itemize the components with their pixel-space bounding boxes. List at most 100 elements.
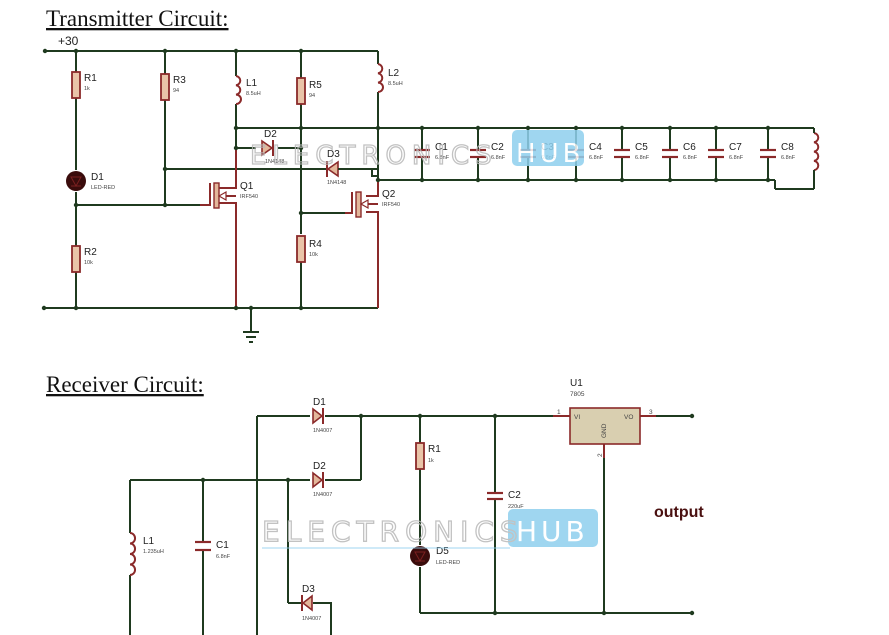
watermark-hub-badge bbox=[512, 130, 584, 166]
tx-r4-value: 10k bbox=[309, 252, 318, 258]
tx-l2-value: 8.5uH bbox=[388, 81, 403, 87]
tx-l1-ref: L1 bbox=[246, 78, 258, 89]
watermark-hub-2: HUB bbox=[516, 515, 589, 548]
transmitter-title: Transmitter Circuit: bbox=[46, 6, 229, 31]
tx-inductor-l1[interactable] bbox=[235, 75, 242, 105]
rx-u1-pin3-num: 3 bbox=[649, 409, 653, 416]
tx-r3-value: 94 bbox=[173, 88, 179, 94]
tx-l2-ref: L2 bbox=[388, 68, 400, 79]
tx-q2-value: IRF540 bbox=[382, 202, 400, 208]
tx-d1-value: LED-RED bbox=[91, 185, 115, 191]
tx-c6-ref: C6 bbox=[683, 142, 696, 153]
tx-capacitor-c1[interactable] bbox=[414, 125, 430, 183]
tx-r1-value: 1k bbox=[84, 86, 90, 92]
output-label: output bbox=[654, 504, 704, 521]
rx-d2-ref: D2 bbox=[313, 461, 326, 472]
rx-d1-value: 1N4007 bbox=[313, 428, 332, 434]
tx-c5-value: 6.8nF bbox=[635, 155, 650, 161]
watermark-text-2: ELECTRONICS bbox=[262, 515, 524, 548]
rx-diode-d3[interactable] bbox=[301, 594, 313, 612]
rx-c2-ref: C2 bbox=[508, 490, 521, 501]
transmitter-junctions bbox=[41, 48, 381, 311]
rx-inductor-l1[interactable] bbox=[129, 532, 136, 576]
rx-u1-pin-vo: VO bbox=[624, 414, 633, 421]
supply-label: +30 bbox=[58, 34, 79, 48]
rx-r1-value: 1k bbox=[428, 458, 434, 464]
tx-r4-ref: R4 bbox=[309, 239, 322, 250]
tx-capacitor-c6[interactable] bbox=[662, 125, 678, 183]
tx-diode-d2[interactable] bbox=[261, 139, 274, 157]
rx-u1-pin-vi: VI bbox=[574, 414, 580, 421]
tx-q2-ref: Q2 bbox=[382, 189, 396, 200]
rx-u1-pin2-num: 2 bbox=[597, 453, 604, 457]
rx-c1-ref: C1 bbox=[216, 540, 229, 551]
rx-capacitor-c1[interactable] bbox=[195, 540, 211, 552]
watermark-hub-badge-2 bbox=[508, 509, 598, 547]
tx-d1-ref: D1 bbox=[91, 172, 104, 183]
tx-q1-value: IRF540 bbox=[240, 194, 258, 200]
tx-d3-value: 1N4148 bbox=[327, 180, 346, 186]
tx-resistor-r2[interactable] bbox=[71, 245, 81, 273]
tx-c6-value: 6.8nF bbox=[683, 155, 698, 161]
receiver-wires bbox=[129, 415, 692, 635]
rx-c2-value: 220uF bbox=[508, 504, 524, 510]
tx-mosfet-q2[interactable] bbox=[345, 191, 378, 218]
rx-r1-ref: R1 bbox=[428, 444, 441, 455]
rx-u1-pin-gnd: GND bbox=[601, 423, 608, 438]
rx-u1-value: 7805 bbox=[570, 391, 585, 398]
tx-c7-ref: C7 bbox=[729, 142, 742, 153]
tx-c7-value: 6.8nF bbox=[729, 155, 744, 161]
tx-r2-ref: R2 bbox=[84, 247, 97, 258]
rx-l1-value: 1.235uH bbox=[143, 549, 164, 555]
tx-r5-value: 94 bbox=[309, 93, 315, 99]
tx-c1-ref: C1 bbox=[435, 142, 448, 153]
rx-c1-value: 6.8nF bbox=[216, 554, 231, 560]
tx-q1-ref: Q1 bbox=[240, 181, 254, 192]
rx-regulator-u1[interactable] bbox=[553, 407, 656, 458]
tx-capacitor-c8[interactable] bbox=[760, 125, 776, 183]
tx-resistor-r5[interactable] bbox=[296, 77, 306, 105]
tx-c8-value: 6.8nF bbox=[781, 155, 796, 161]
rx-d5-ref: D5 bbox=[436, 546, 449, 557]
tx-c4-ref: C4 bbox=[589, 142, 602, 153]
mosfet-wires bbox=[218, 148, 379, 308]
tx-c2-value: 6.8nF bbox=[491, 155, 506, 161]
tx-c2-ref: C2 bbox=[491, 142, 504, 153]
tx-c8-ref: C8 bbox=[781, 142, 794, 153]
watermark-hub: HUB bbox=[516, 139, 584, 169]
tx-capacitor-c7[interactable] bbox=[708, 125, 724, 183]
transmitter-wires bbox=[44, 50, 814, 343]
rx-diode-d2[interactable] bbox=[312, 471, 324, 489]
watermark-text: ELECTRONICS bbox=[250, 141, 498, 171]
tx-c4-value: 6.8nF bbox=[589, 155, 604, 161]
tx-inductor-l2[interactable] bbox=[377, 63, 384, 93]
rx-d5-value: LED-RED bbox=[436, 560, 460, 566]
rx-led-d5[interactable] bbox=[410, 546, 430, 566]
tx-c1-value: 6.8nF bbox=[435, 155, 450, 161]
rx-d3-ref: D3 bbox=[302, 584, 315, 595]
tx-d3-ref: D3 bbox=[327, 149, 340, 160]
rx-resistor-r1[interactable] bbox=[415, 442, 425, 470]
rx-d3-value: 1N4007 bbox=[302, 616, 321, 622]
watermark-top: ELECTRONICS HUB bbox=[249, 130, 584, 172]
tx-resistor-r1[interactable] bbox=[71, 71, 81, 99]
rx-diode-d1[interactable] bbox=[312, 407, 324, 425]
rx-d1-ref: D1 bbox=[313, 397, 326, 408]
tx-c5-ref: C5 bbox=[635, 142, 648, 153]
tx-resistor-r4[interactable] bbox=[296, 235, 306, 263]
tx-capacitor-c5[interactable] bbox=[614, 125, 630, 183]
tx-mosfet-q1[interactable] bbox=[200, 182, 236, 209]
tx-r1-ref: R1 bbox=[84, 73, 97, 84]
tx-d2-ref: D2 bbox=[264, 129, 277, 140]
tx-led-d1[interactable] bbox=[66, 171, 86, 191]
tx-r2-value: 10k bbox=[84, 260, 93, 266]
rx-capacitor-c2[interactable] bbox=[487, 491, 503, 501]
rx-l1-ref: L1 bbox=[143, 536, 155, 547]
tx-capacitor-c2[interactable] bbox=[470, 125, 486, 183]
tx-r3-ref: R3 bbox=[173, 75, 186, 86]
rx-u1-ref: U1 bbox=[570, 378, 583, 389]
tx-tank-inductor[interactable] bbox=[813, 132, 820, 172]
tx-resistor-r3[interactable] bbox=[160, 73, 170, 101]
tx-l1-value: 8.5uH bbox=[246, 91, 261, 97]
